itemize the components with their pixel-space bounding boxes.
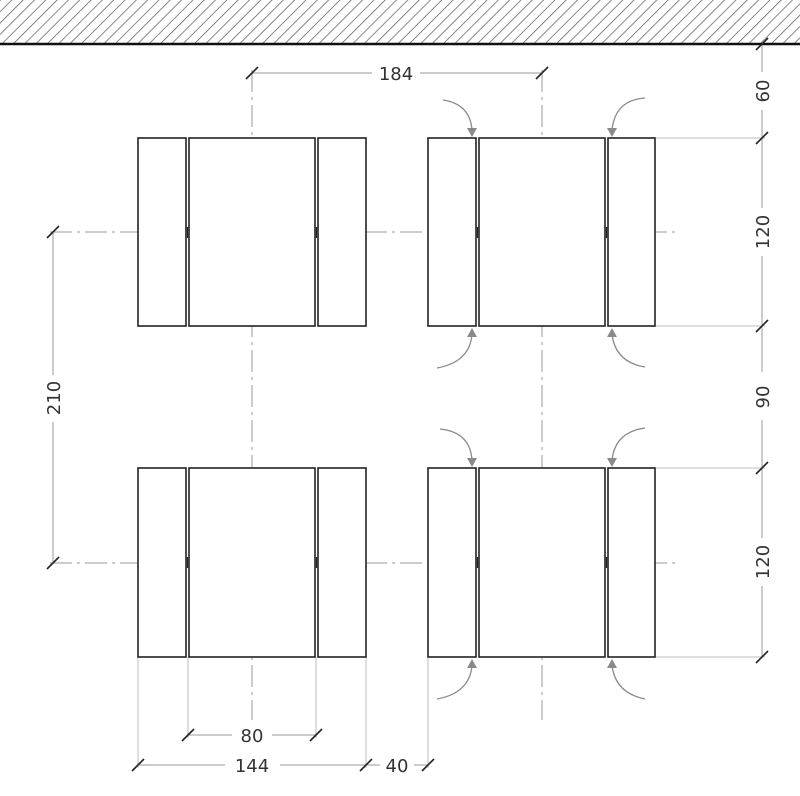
dimension-label: 144 (235, 756, 269, 777)
wall (0, 0, 800, 46)
dimension-tick (421, 758, 435, 772)
panel-center (188, 467, 316, 658)
dimension-tick (755, 650, 769, 664)
dimension-tick (46, 556, 60, 570)
panel-left (427, 467, 477, 658)
rotation-arrow-icon (611, 427, 646, 461)
wall-hatch (0, 0, 800, 43)
panel-left (427, 137, 477, 327)
arrowhead-icon (607, 328, 617, 337)
panel-left (137, 137, 187, 327)
rotation-arrow-icon (611, 97, 646, 131)
dimension-tick (131, 758, 145, 772)
dimension-label: 120 (753, 545, 774, 579)
panel-right (317, 137, 367, 327)
panel-center (188, 137, 316, 327)
dimension-tick (755, 131, 769, 145)
module-bottom-left (137, 467, 367, 658)
dimension-tick (535, 66, 549, 80)
module-top-right (427, 137, 656, 327)
rotation-arrow-icon (436, 333, 473, 369)
dimension-label: 60 (753, 80, 774, 103)
rotation-arrow-icon (611, 664, 646, 700)
dimension-chain-bottom: 144 40 (131, 756, 435, 777)
dimension-label: 80 (241, 726, 264, 747)
arrowhead-icon (607, 659, 617, 668)
dimension-tick (245, 66, 259, 80)
dimension-tick (181, 728, 195, 742)
dimension-label: 90 (753, 386, 774, 409)
dimension-tick (359, 758, 373, 772)
arrowhead-icon (607, 128, 617, 137)
rotation-arrows (436, 97, 646, 700)
dimension-spacing-vertical: 210 (44, 225, 65, 570)
panel-center (478, 137, 606, 327)
dimension-label: 40 (386, 756, 409, 777)
rotation-arrow-icon (436, 664, 473, 700)
dimension-tick (309, 728, 323, 742)
dimension-tick (755, 37, 769, 51)
arrowhead-icon (607, 458, 617, 467)
extension-lines (137, 137, 765, 768)
dimension-center-panel: 80 (181, 726, 323, 747)
arrowhead-icon (467, 328, 477, 337)
rotation-arrow-icon (611, 333, 646, 368)
arrowhead-icon (467, 659, 477, 668)
panel-right (607, 137, 656, 327)
panel-right (317, 467, 367, 658)
dimension-tick (755, 461, 769, 475)
panel-right (607, 467, 656, 658)
dimension-tick (46, 225, 60, 239)
dimension-tick (755, 319, 769, 333)
dimension-chain-right: 60 120 90 120 (753, 37, 774, 664)
dimension-spacing-horizontal: 184 (245, 64, 549, 85)
rotation-arrow-icon (439, 428, 473, 461)
dimension-label: 184 (379, 64, 413, 85)
dimension-label: 120 (753, 215, 774, 249)
arrowhead-icon (467, 458, 477, 467)
arrowhead-icon (467, 128, 477, 137)
panel-center (478, 467, 606, 658)
panel-left (137, 467, 187, 658)
module-top-left (137, 137, 367, 327)
rotation-arrow-icon (442, 99, 473, 131)
module-bottom-right (427, 467, 656, 658)
dimension-label: 210 (44, 381, 65, 415)
